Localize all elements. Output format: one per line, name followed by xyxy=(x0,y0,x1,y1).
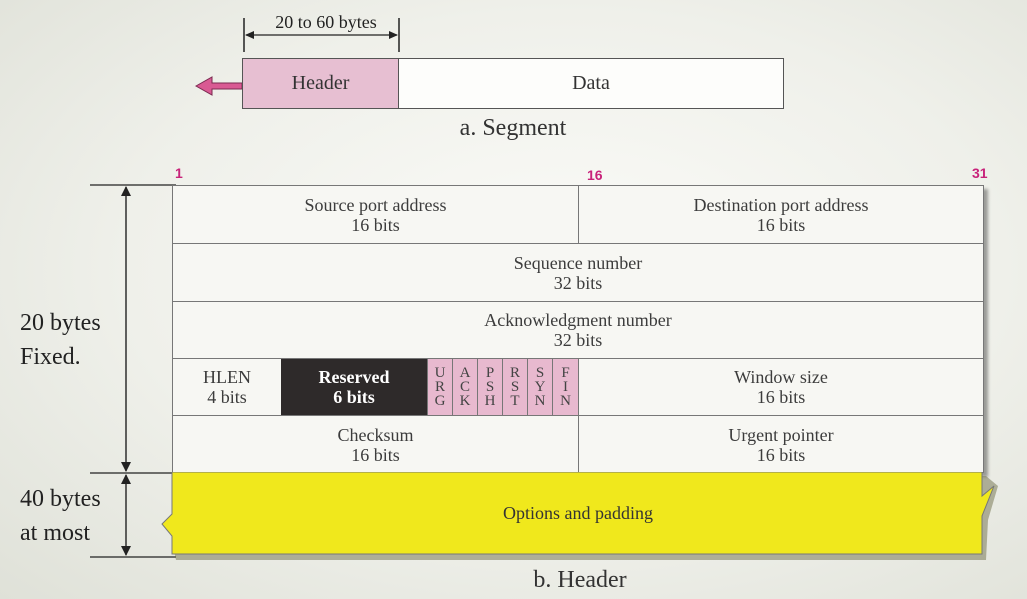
ack-number-field: Acknowledgment number 32 bits xyxy=(173,302,983,358)
options-size-line1: 40 bytes xyxy=(20,486,101,512)
source-port-size: 16 bits xyxy=(351,214,400,235)
checksum-name: Checksum xyxy=(337,424,414,445)
sequence-number-name: Sequence number xyxy=(513,252,643,273)
sequence-number-size: 32 bits xyxy=(553,272,603,293)
row-divider xyxy=(173,301,983,302)
hlen-field: HLEN 4 bits xyxy=(173,359,281,415)
source-port-name: Source port address xyxy=(304,194,447,215)
reserved-field: Reserved 6 bits xyxy=(281,359,427,415)
flag-letter: N xyxy=(534,393,546,409)
hlen-size: 4 bits xyxy=(207,387,247,407)
fixed-size-label: 20 bytes Fixed. xyxy=(20,306,120,374)
flag-syn: S Y N xyxy=(527,359,552,415)
window-size-size: 16 bits xyxy=(756,387,806,407)
segment-data-box: Data xyxy=(398,58,784,109)
bit-number-31: 31 xyxy=(972,165,988,181)
ack-number-size: 32 bits xyxy=(553,330,603,350)
flag-letter: R xyxy=(434,379,445,395)
segment-dimension-arrow xyxy=(243,18,400,52)
segment-left-arrow-icon xyxy=(194,76,243,96)
hlen-name: HLEN xyxy=(203,367,251,387)
flag-letter: I xyxy=(563,379,568,395)
flag-ack: A C K xyxy=(452,359,477,415)
checksum-size: 16 bits xyxy=(351,444,400,465)
flag-letter: H xyxy=(484,393,496,409)
segment-header-box: Header xyxy=(242,58,399,109)
flag-letter: N xyxy=(560,393,571,409)
segment-caption: a. Segment xyxy=(459,114,567,141)
segment-size-label: 20 to 60 bytes xyxy=(275,11,377,32)
flag-letter: S xyxy=(535,365,545,381)
flag-letter: F xyxy=(561,365,570,381)
header-size-dimension-lines xyxy=(90,184,176,558)
segment-header-label: Header xyxy=(291,72,350,94)
flag-letter: U xyxy=(434,365,446,381)
urgent-pointer-size: 16 bits xyxy=(756,444,806,465)
bit-number-1: 1 xyxy=(175,165,183,181)
fixed-size-line1: 20 bytes xyxy=(20,310,101,336)
flag-letter: S xyxy=(485,379,495,395)
reserved-size: 6 bits xyxy=(333,387,375,407)
window-size-field: Window size 16 bits xyxy=(579,359,983,415)
window-size-name: Window size xyxy=(734,367,828,387)
urgent-pointer-name: Urgent pointer xyxy=(728,424,834,445)
options-and-padding-label: Options and padding xyxy=(503,502,653,523)
flag-letter: K xyxy=(459,393,471,409)
flag-letter: C xyxy=(459,379,470,395)
flag-letter: G xyxy=(434,393,446,409)
flag-letter: S xyxy=(510,379,520,395)
flag-letter: R xyxy=(509,365,520,381)
column-divider xyxy=(578,186,579,243)
destination-port-name: Destination port address xyxy=(693,194,869,215)
reserved-name: Reserved xyxy=(318,367,390,387)
flag-letter: Y xyxy=(534,379,546,395)
checksum-field: Checksum 16 bits xyxy=(173,416,578,473)
options-size-line2: at most xyxy=(20,520,90,546)
fixed-size-line2: Fixed. xyxy=(20,344,81,370)
flag-psh: P S H xyxy=(477,359,502,415)
flag-fin: F I N xyxy=(552,359,578,415)
destination-port-size: 16 bits xyxy=(756,214,806,235)
flag-rst: R S T xyxy=(502,359,527,415)
sequence-number-field: Sequence number 32 bits xyxy=(173,244,983,301)
header-caption: b. Header xyxy=(533,566,627,593)
flag-letter: P xyxy=(485,365,495,381)
bit-number-16: 16 xyxy=(587,167,603,183)
segment-data-label: Data xyxy=(572,72,610,94)
source-port-field: Source port address 16 bits xyxy=(173,186,578,243)
row-divider xyxy=(173,243,983,244)
flag-urg: U R G xyxy=(427,359,452,415)
flag-letter: T xyxy=(510,393,520,409)
urgent-pointer-field: Urgent pointer 16 bits xyxy=(579,416,983,473)
tcp-header-table: Source port address 16 bits Destination … xyxy=(172,185,984,473)
destination-port-field: Destination port address 16 bits xyxy=(579,186,983,243)
options-band xyxy=(161,472,998,560)
options-size-label: 40 bytes at most xyxy=(20,482,120,550)
flag-letter: A xyxy=(459,365,471,381)
ack-number-name: Acknowledgment number xyxy=(484,310,672,330)
column-divider xyxy=(578,358,579,473)
